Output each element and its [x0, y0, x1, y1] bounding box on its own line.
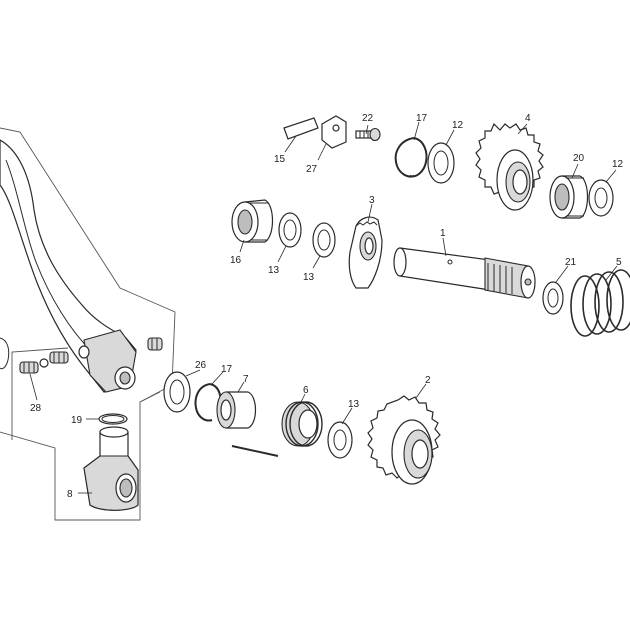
callout-21: 21 — [565, 257, 577, 268]
part-1-shaft — [393, 247, 536, 299]
callout-13-b: 13 — [303, 272, 315, 283]
part-6-torsion-spring — [231, 401, 323, 457]
callout-28: 28 — [30, 403, 42, 414]
callout-8: 8 — [67, 489, 73, 500]
callout-15: 15 — [274, 154, 286, 165]
part-21-washer — [542, 281, 564, 315]
part-13-washer-b — [312, 222, 336, 258]
part-15-plate — [283, 117, 319, 140]
callout-26: 26 — [195, 360, 207, 371]
part-7-bushing — [216, 391, 257, 429]
part-20-needle-bearing — [549, 175, 589, 219]
part-19-o-ring — [98, 413, 128, 425]
part-3-ratchet — [348, 216, 383, 289]
part-16-needle-bearing — [231, 199, 274, 243]
part-13-washer-c — [327, 421, 353, 459]
part-17-circlip-upper — [394, 137, 428, 178]
part-4-gear — [475, 122, 544, 211]
partial-ring-left — [0, 337, 10, 370]
part-2-gear — [367, 395, 441, 485]
kickstart-lever-frame — [0, 127, 176, 521]
callout-13-c: 13 — [348, 399, 360, 410]
part-28-detent-set — [19, 337, 163, 374]
callout-labels: 15 27 22 17 12 4 20 12 16 13 13 3 1 21 5… — [30, 113, 624, 500]
part-8-lever-boss — [83, 426, 139, 511]
part-27-bracket — [321, 115, 347, 149]
callout-2: 2 — [425, 375, 431, 386]
callout-22: 22 — [362, 113, 374, 124]
callout-1: 1 — [440, 228, 446, 239]
callout-5: 5 — [616, 257, 622, 268]
callout-27: 27 — [306, 164, 318, 175]
part-12-washer-upper — [427, 142, 455, 184]
part-26-washer — [163, 371, 191, 413]
callout-13-a: 13 — [268, 265, 280, 276]
callout-4: 4 — [525, 113, 531, 124]
callout-17-lower: 17 — [221, 364, 233, 375]
part-13-washer-a — [278, 212, 302, 248]
callout-12-upper: 12 — [452, 120, 464, 131]
part-12-washer-right — [588, 179, 614, 217]
callout-3: 3 — [369, 195, 375, 206]
callout-20: 20 — [573, 153, 585, 164]
part-22-bolt — [355, 127, 381, 142]
callout-12-right: 12 — [612, 159, 624, 170]
callout-17-upper: 17 — [416, 113, 428, 124]
part-5-spring — [570, 269, 630, 337]
callout-6: 6 — [303, 385, 309, 396]
callout-19: 19 — [71, 415, 83, 426]
callout-7: 7 — [243, 374, 249, 385]
leader-lines — [29, 121, 618, 494]
callout-16: 16 — [230, 255, 242, 266]
kickstart-lever — [0, 139, 137, 393]
